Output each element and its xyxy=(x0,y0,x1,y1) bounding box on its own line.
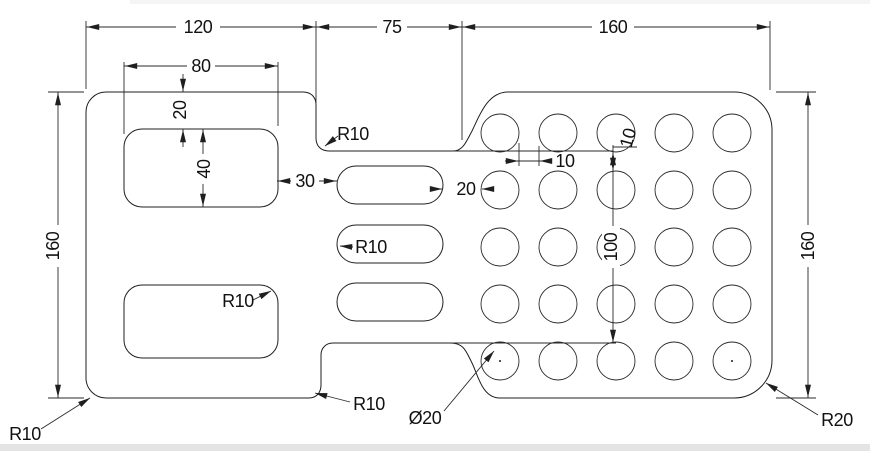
hole xyxy=(538,341,578,381)
leader-pocket-radius xyxy=(252,290,272,301)
leader-lines xyxy=(40,135,819,430)
hole xyxy=(480,341,520,381)
label-pocket-corner-radius: R10 xyxy=(222,291,254,311)
extension-lines xyxy=(48,21,816,399)
hole xyxy=(480,170,520,210)
hole xyxy=(480,113,520,153)
dim-slot-offset: 30 xyxy=(295,171,315,191)
pocket-rect-bottom xyxy=(123,284,279,359)
label-corner-bottom-right: R20 xyxy=(821,410,853,430)
leader-step-fillet xyxy=(314,392,351,403)
hole xyxy=(538,227,578,267)
hole xyxy=(538,284,578,324)
hole xyxy=(654,170,694,210)
slot-3 xyxy=(336,282,444,322)
hole xyxy=(538,113,578,153)
dim-hole-gap-vertical: 10 xyxy=(616,126,640,150)
leader-notch-fillet xyxy=(324,135,339,147)
label-slot-end-radius: R10 xyxy=(355,237,387,257)
dim-pocket-top-offset: 20 xyxy=(170,100,190,120)
pocket-rect-top xyxy=(123,128,279,208)
hole xyxy=(538,170,578,210)
dimension-arrows xyxy=(55,24,811,398)
dim-top-right-width: 160 xyxy=(599,17,628,37)
label-notch-fillet: R10 xyxy=(337,124,369,144)
hole xyxy=(654,284,694,324)
label-step-fillet: R10 xyxy=(353,394,385,414)
dim-slot-to-hole-gap: 20 xyxy=(456,179,476,199)
hole xyxy=(712,113,752,153)
leader-corner-br xyxy=(765,382,819,416)
hole xyxy=(480,284,520,324)
dim-pocket-width: 80 xyxy=(191,56,211,76)
hole xyxy=(654,227,694,267)
slot-1 xyxy=(336,165,444,205)
hole xyxy=(596,170,636,210)
hole xyxy=(480,227,520,267)
slot-2 xyxy=(336,224,444,264)
scan-artifact-top xyxy=(130,0,870,4)
scan-artifact-bottom xyxy=(0,444,870,451)
dim-pocket-height: 40 xyxy=(194,159,214,179)
dim-top-middle-width: 75 xyxy=(382,17,402,37)
leader-slot-radius xyxy=(339,243,354,250)
hole xyxy=(712,227,752,267)
label-hole-diameter: Ø20 xyxy=(409,408,442,428)
dim-hole-grid-span: 100 xyxy=(601,232,621,261)
hole xyxy=(596,341,636,381)
hole xyxy=(596,284,636,324)
leader-corner-bl xyxy=(40,397,91,430)
hole xyxy=(712,170,752,210)
dim-hole-gap-horizontal: 10 xyxy=(555,151,575,171)
hole xyxy=(596,113,636,153)
hole xyxy=(654,341,694,381)
hole-grid xyxy=(480,113,752,381)
dim-top-left-width: 120 xyxy=(184,17,213,37)
hole xyxy=(654,113,694,153)
dimension-lines xyxy=(57,26,809,398)
label-corner-bottom-left: R10 xyxy=(9,424,41,444)
part-outline xyxy=(85,91,773,399)
hole xyxy=(712,284,752,324)
hole-center-mark xyxy=(731,360,733,362)
dim-right-height: 160 xyxy=(798,231,818,260)
dimension-texts: 120 75 160 80 20 40 160 160 30 20 10 10 xyxy=(43,17,818,268)
callout-labels: R10 R10 R10 R10 R10 Ø20 R20 xyxy=(9,124,854,444)
leader-hole-diameter xyxy=(443,350,495,412)
dim-left-height: 160 xyxy=(43,231,63,260)
hole-center-mark xyxy=(499,360,501,362)
hole xyxy=(712,341,752,381)
